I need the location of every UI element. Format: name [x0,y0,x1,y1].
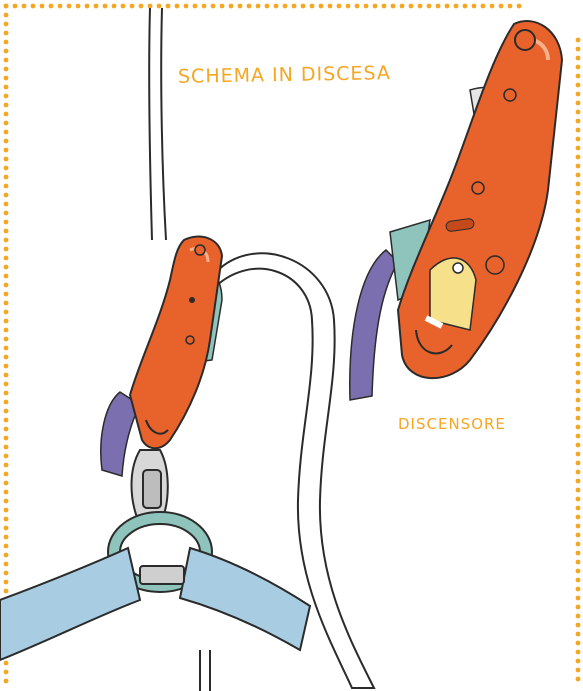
label-discensore: DISCENSORE [398,415,506,433]
carabiner-icon [132,450,168,520]
rope-icon [149,8,166,240]
label-schema-in-discesa: SCHEMA IN DISCESA [178,62,391,88]
harness-icon [0,548,310,691]
descender-device-icon [101,237,222,476]
